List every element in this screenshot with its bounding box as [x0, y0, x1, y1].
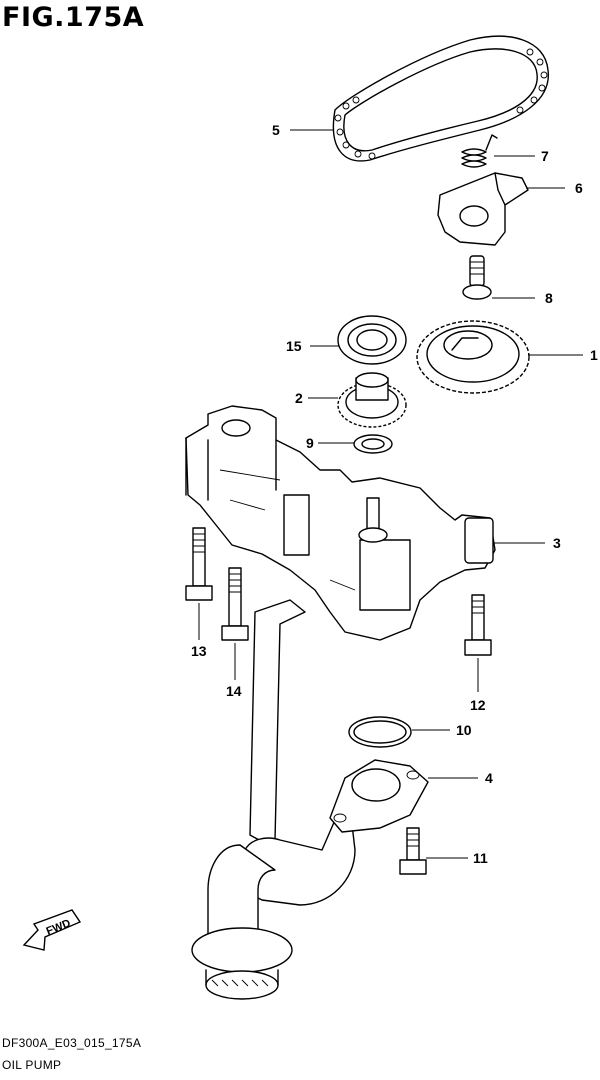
callout-11: 11 [473, 850, 488, 866]
part-4-flange [329, 759, 429, 833]
strainer-pipe [191, 599, 356, 1000]
callout-9: 9 [306, 435, 314, 451]
callout-3: 3 [553, 535, 561, 551]
leader-lines [198, 129, 583, 859]
fwd-arrow-icon: FWD [22, 909, 82, 951]
part-3-pump-body [185, 405, 496, 641]
part-8-pin [462, 255, 492, 300]
part-6-tensioner [437, 172, 529, 246]
callout-12: 12 [470, 697, 486, 713]
figure-code: DF300A_E03_015_175A [2, 1036, 142, 1050]
callout-8: 8 [545, 290, 553, 306]
part-1-sprocket [416, 320, 530, 394]
part-14-bolt [221, 567, 249, 641]
callout-10: 10 [456, 722, 472, 738]
part-5-chain [332, 35, 549, 162]
callout-6: 6 [575, 180, 583, 196]
figure-name: OIL PUMP [2, 1058, 62, 1072]
part-11-bolt [399, 827, 427, 875]
callout-14: 14 [226, 683, 242, 699]
callout-2: 2 [295, 390, 303, 406]
part-13-bolt [185, 527, 213, 601]
callout-4: 4 [485, 770, 493, 786]
figure-title: FIG.175A [2, 2, 145, 33]
part-2-gear [337, 372, 407, 428]
part-15-bearing [337, 315, 407, 365]
part-9-washer [353, 434, 393, 454]
callout-5: 5 [272, 122, 280, 138]
callout-1: 1 [590, 347, 598, 363]
part-7-spring [461, 134, 498, 168]
callout-15: 15 [286, 338, 302, 354]
part-12-bolt [464, 594, 492, 656]
part-10-o-ring [348, 716, 412, 748]
callout-13: 13 [191, 643, 207, 659]
callout-7: 7 [541, 148, 549, 164]
